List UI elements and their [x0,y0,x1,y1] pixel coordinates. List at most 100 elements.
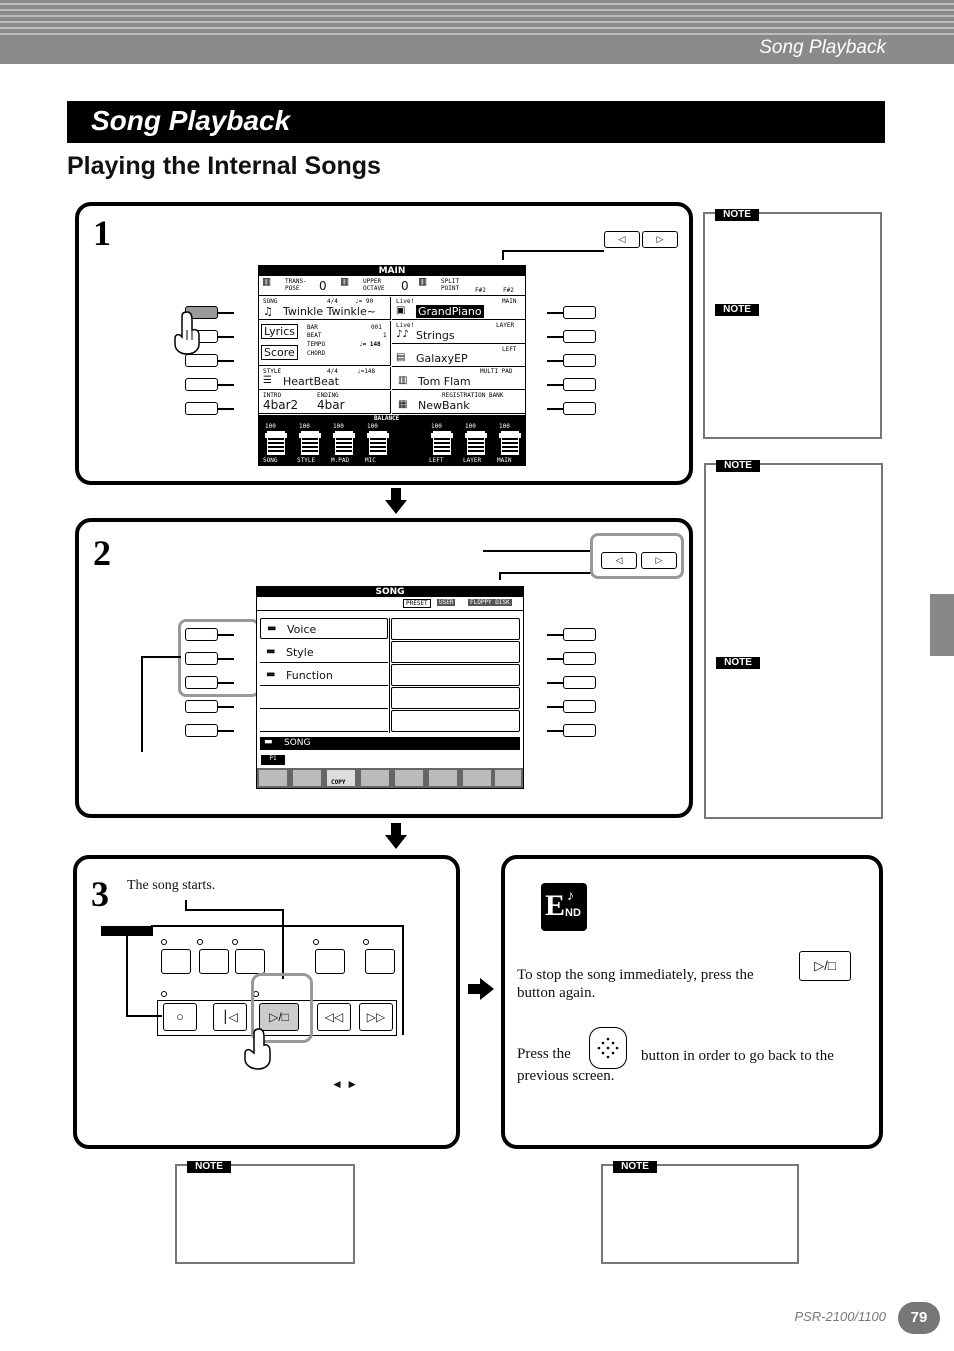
leader-line [483,550,593,552]
tab-floppy-disk[interactable]: FLOPPY DISK [468,599,512,606]
panel-button[interactable] [235,949,265,974]
rewind-button[interactable]: ◁◁ [317,1003,351,1031]
step-3-panel: 3 The song starts. ○ ⎮◁ ▷/□ ◁◁ ▷▷ ◄ ► [73,855,460,1149]
multipad-label: MULTI PAD [480,368,513,375]
lcd-button-f[interactable] [547,306,597,319]
arrows-label: ◄ ► [331,1077,359,1091]
func-button[interactable] [495,770,521,786]
func-button[interactable] [395,770,423,786]
page-right-button[interactable]: ▷ [642,231,678,248]
lcd-button-c[interactable] [185,354,235,367]
leader-line [282,909,284,979]
exit-text-a: Press the [517,1046,571,1062]
tab-user[interactable]: USER [437,599,456,606]
slider-knob [299,433,321,438]
play-stop-button[interactable]: ▷/□ [259,1003,299,1031]
beat-label: BEAT [307,332,322,339]
lcd-button-i[interactable] [547,378,597,391]
lcd-button-a[interactable] [185,306,235,319]
score-tab[interactable]: Score [261,345,298,360]
control-panel-outline [402,925,404,1035]
panel-button[interactable] [161,949,191,974]
func-button[interactable] [361,770,389,786]
lcd-button-g[interactable] [547,330,597,343]
live-tag: Live! [396,298,415,305]
lcd-button-a[interactable] [185,628,235,641]
slider-label: STYLE [297,457,316,464]
stop-instruction-b: button again. [517,985,596,1001]
section-subtitle: Playing the Internal Songs [67,152,381,180]
page-right-button[interactable]: ▷ [641,552,677,569]
intro-value: 4bar2 [263,398,299,412]
layer-label: LAYER [496,322,515,329]
style-label: STYLE [263,368,282,375]
page-left-button[interactable]: ◁ [604,231,640,248]
lcd-button-c[interactable] [185,676,235,689]
chord-label: CHORD [307,350,326,357]
folder-icon: ▬ [266,646,276,657]
lcd-button-h[interactable] [547,354,597,367]
path-label: SONG [284,738,311,748]
upper-octave-value: 0 [401,279,409,293]
transport-bar [157,1000,397,1036]
panel-button[interactable] [199,949,229,974]
func-button[interactable] [429,770,457,786]
func-button[interactable] [463,770,491,786]
led [313,939,319,945]
panel-button[interactable] [315,949,345,974]
panel-button[interactable] [365,949,395,974]
control-panel-outline [151,925,403,927]
lcd-button-d[interactable] [185,700,235,713]
chapter-side-tab [930,594,954,656]
func-button[interactable] [293,770,321,786]
slider-knob [499,433,521,438]
file-cell[interactable] [391,687,520,709]
func-button[interactable] [259,770,287,786]
song-cell: SONG 4/4 ♩= 90 ♫ Twinkle Twinkle~ [259,297,391,320]
leader-line [499,572,501,580]
file-cell[interactable] [391,641,520,663]
multipad-name: Tom Flam [418,375,471,388]
lcd-button-e[interactable] [185,402,235,415]
regbank-label: REGISTRATION BANK [442,392,504,399]
file-cell[interactable]: ▬ Function [260,664,388,686]
file-cell[interactable]: ▬ Voice [260,618,388,639]
file-cell[interactable] [260,687,388,709]
lyrics-tab[interactable]: Lyrics [261,324,298,339]
play-stop-button-icon: ▷/□ [799,951,851,981]
leader-line [185,900,187,910]
file-cell[interactable] [260,710,388,732]
lcd-button-j[interactable] [547,402,597,415]
note-tag: NOTE [715,304,759,316]
end-panel: E ND ♪ To stop the song immediately, pre… [501,855,883,1149]
note-tag: NOTE [715,209,759,221]
copy-button[interactable]: COPY [327,770,355,786]
file-cell[interactable] [391,618,520,640]
step-1-number: 1 [93,213,111,253]
record-button[interactable]: ○ [163,1003,197,1031]
tab-preset[interactable]: PRESET [403,599,431,608]
file-cell[interactable] [391,664,520,686]
upper-octave-label: UPPER OCTAVE [363,278,385,292]
tempo-value: ♩= 148 [359,341,381,348]
lcd-button-h[interactable] [547,676,597,689]
song-tempo: ♩= 90 [355,298,374,305]
path-bar: ▬ SONG [260,737,520,750]
fast-forward-button[interactable]: ▷▷ [359,1003,393,1031]
lcd-button-e[interactable] [185,724,235,737]
led [197,939,203,945]
file-cell[interactable] [391,710,520,732]
lcd-button-g[interactable] [547,652,597,665]
lcd-button-j[interactable] [547,724,597,737]
page-left-button[interactable]: ◁ [601,552,637,569]
lcd-button-i[interactable] [547,700,597,713]
lcd-title: MAIN [259,266,525,276]
lcd-button-b[interactable] [185,652,235,665]
slider-value: 100 [265,423,276,430]
lcd-button-f[interactable] [547,628,597,641]
top-button[interactable]: ⎮◁ [213,1003,247,1031]
slider-value: 100 [299,423,310,430]
lcd-button-d[interactable] [185,378,235,391]
file-cell[interactable]: ▬ Style [260,641,388,663]
